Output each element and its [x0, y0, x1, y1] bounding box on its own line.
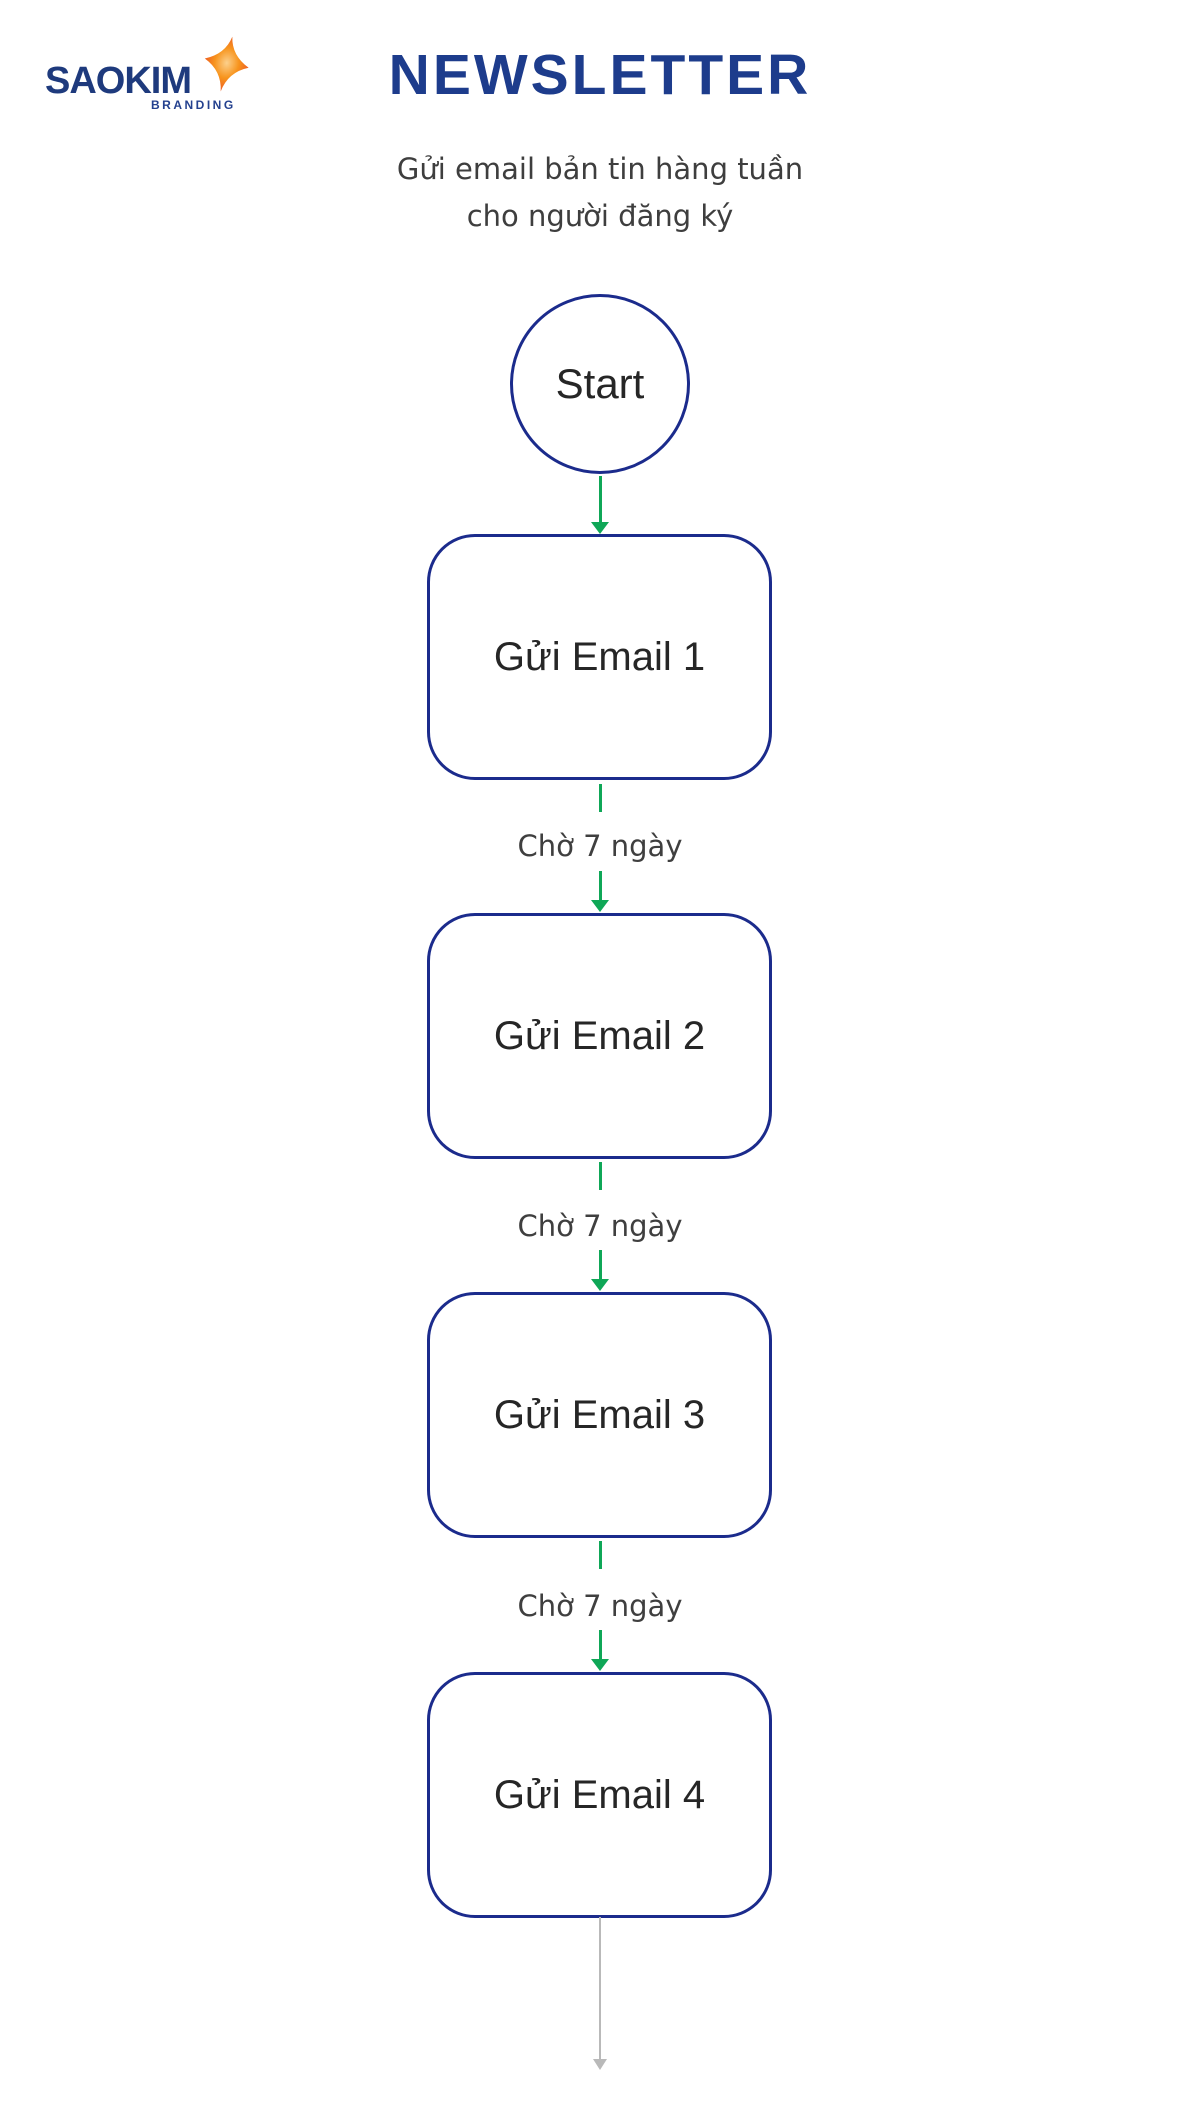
flow-node-label: Gửi Email 3 [493, 1392, 706, 1437]
connector-line [599, 871, 602, 900]
flow-node-email-1: Gửi Email 1 [427, 534, 772, 780]
brand-name: SAOKIM [45, 60, 192, 102]
page-title: NEWSLETTER [388, 43, 812, 107]
flow-node-label: Gửi Email 1 [493, 634, 706, 679]
flow-start-label: Start [555, 360, 645, 407]
terminal-connector-line [599, 1917, 601, 2059]
page-subtitle: Gửi email bản tin hàng tuần cho người đă… [0, 146, 1200, 240]
connector-line [599, 1162, 602, 1190]
page-subtitle-line1: Gửi email bản tin hàng tuần [396, 152, 804, 186]
arrow-down-icon [591, 1659, 609, 1671]
wait-label-3: Chờ 7 ngày [517, 1589, 683, 1623]
page-subtitle-line2: cho người đăng ký [466, 199, 734, 233]
connector-line [599, 784, 602, 812]
flow-start-node: Start [510, 294, 690, 474]
connector-line [599, 1250, 602, 1279]
connector-line [599, 1630, 602, 1659]
flow-node-label: Gửi Email 2 [493, 1013, 706, 1058]
wait-label-2: Chờ 7 ngày [517, 1209, 683, 1243]
connector-line-start [599, 476, 602, 522]
brand-tagline: BRANDING [151, 98, 236, 112]
arrow-down-gray-icon [593, 2059, 607, 2070]
arrow-down-icon [591, 900, 609, 912]
arrow-down-icon [591, 1279, 609, 1291]
saokim-logo: SAOKIM BRANDING [45, 36, 265, 120]
wait-label-1: Chờ 7 ngày [517, 829, 683, 863]
flow-node-label: Gửi Email 4 [493, 1772, 706, 1817]
flow-node-email-4: Gửi Email 4 [427, 1672, 772, 1918]
saokim-star-icon [197, 32, 255, 101]
flow-node-email-2: Gửi Email 2 [427, 913, 772, 1159]
arrow-down-icon [591, 522, 609, 534]
connector-line [599, 1541, 602, 1569]
flow-node-email-3: Gửi Email 3 [427, 1292, 772, 1538]
